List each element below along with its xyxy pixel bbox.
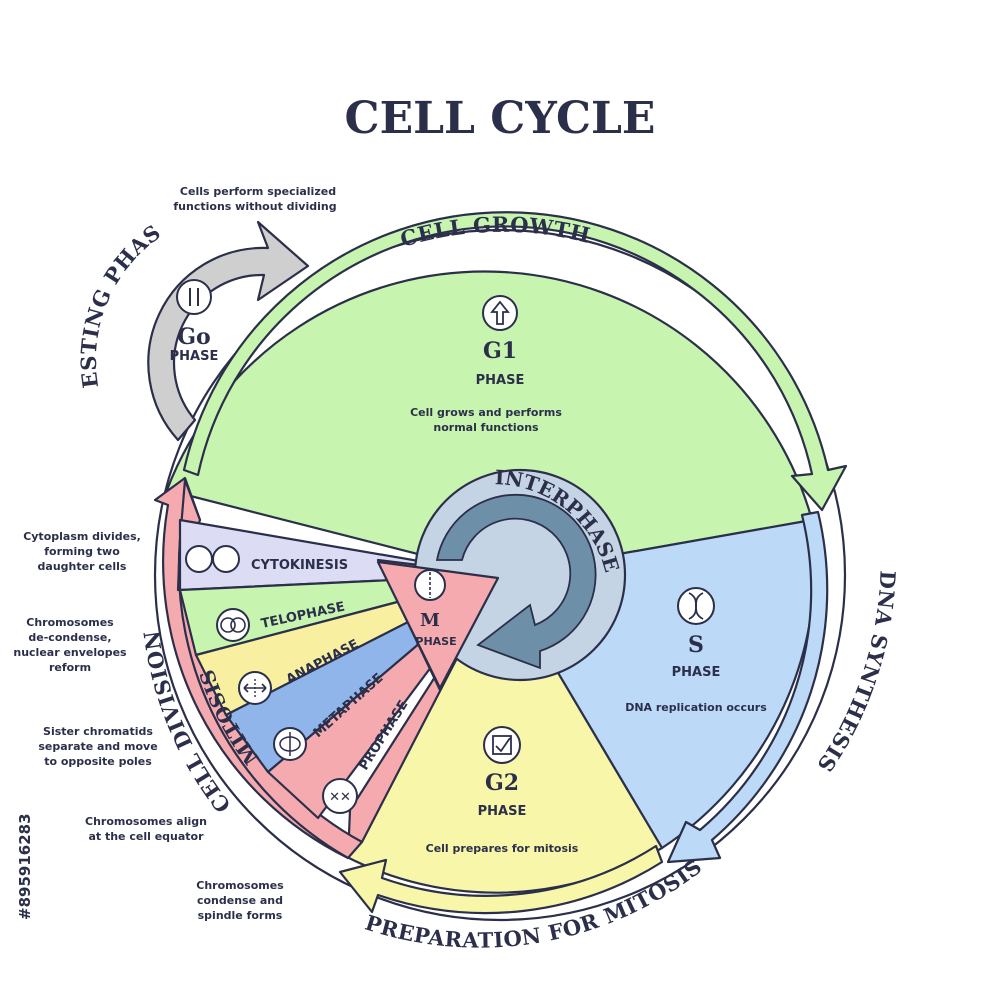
dna-synthesis-arrow <box>666 510 829 864</box>
svg-text:Sister chromatids: Sister chromatids <box>43 725 153 738</box>
checkbox-icon <box>483 726 521 764</box>
g0-sub: PHASE <box>170 349 219 364</box>
svg-text:✕✕: ✕✕ <box>329 790 351 805</box>
page-title: CELL CYCLE <box>345 93 656 144</box>
svg-text:Cytoplasm divides,: Cytoplasm divides, <box>23 530 141 543</box>
svg-text:Chromosomes: Chromosomes <box>26 616 114 629</box>
cytokinesis-label: CYTOKINESIS <box>251 558 348 573</box>
resting-desc-line2: functions without dividing <box>173 200 336 213</box>
two-cells-icon <box>185 545 240 573</box>
svg-text:Chromosomes align: Chromosomes align <box>85 815 207 828</box>
s-sub: PHASE <box>672 665 721 680</box>
anaphase-icon <box>238 671 272 705</box>
m-name: M <box>420 610 440 631</box>
m-sub: PHASE <box>415 635 456 648</box>
svg-text:condense and: condense and <box>197 894 283 907</box>
note-anaphase: Sister chromatids separate and move to o… <box>38 725 157 768</box>
outer-ring <box>153 228 847 922</box>
note-cytokinesis: Cytoplasm divides, forming two daughter … <box>23 530 141 573</box>
cell-division-icon <box>414 569 446 601</box>
g1-desc-line2: normal functions <box>433 421 539 434</box>
svg-text:de-condense,: de-condense, <box>28 631 111 644</box>
s-name: S <box>688 632 704 658</box>
interphase-arrow <box>435 493 597 670</box>
resting-phase-label: RESTING PHASE <box>0 0 165 390</box>
note-prophase: Chromosomes condense and spindle forms <box>196 879 284 922</box>
pause-icon <box>176 279 212 315</box>
resting-phase-arrow <box>147 220 310 442</box>
svg-text:Chromosomes: Chromosomes <box>196 879 284 892</box>
g1-sub: PHASE <box>476 373 525 388</box>
svg-text:forming two: forming two <box>44 545 120 558</box>
svg-text:separate and move: separate and move <box>38 740 157 753</box>
telophase-icon <box>216 608 250 642</box>
g2-desc-line1: Cell prepares for mitosis <box>426 842 579 855</box>
up-arrow-icon <box>482 295 518 331</box>
svg-text:reform: reform <box>49 661 91 674</box>
note-metaphase: Chromosomes align at the cell equator <box>85 815 207 843</box>
svg-text:spindle forms: spindle forms <box>198 909 283 922</box>
g0-name: Go <box>177 324 210 350</box>
g2-name: G2 <box>485 770 519 796</box>
preparation-arrow <box>338 844 664 915</box>
svg-text:nuclear envelopes: nuclear envelopes <box>13 646 127 659</box>
metaphase-icon <box>273 727 307 761</box>
s-desc-line1: DNA replication occurs <box>625 701 767 714</box>
g2-sub: PHASE <box>478 804 527 819</box>
g1-desc-line1: Cell grows and performs <box>410 406 562 419</box>
note-telophase: Chromosomes de-condense, nuclear envelop… <box>13 616 127 674</box>
svg-text:daughter cells: daughter cells <box>38 560 127 573</box>
watermark-id: #895916283 <box>16 813 34 920</box>
dna-icon <box>677 587 715 625</box>
cell-growth-arrow <box>182 211 848 512</box>
svg-text:to opposite poles: to opposite poles <box>44 755 152 768</box>
resting-desc-line1: Cells perform specialized <box>180 185 336 198</box>
g1-name: G1 <box>483 338 517 364</box>
m-phase-triangle-front <box>376 560 500 690</box>
chromosome-icon: ✕✕ <box>322 778 358 814</box>
cell-growth-label: CELL GROWTH <box>397 212 593 252</box>
svg-text:at the cell equator: at the cell equator <box>88 830 204 843</box>
